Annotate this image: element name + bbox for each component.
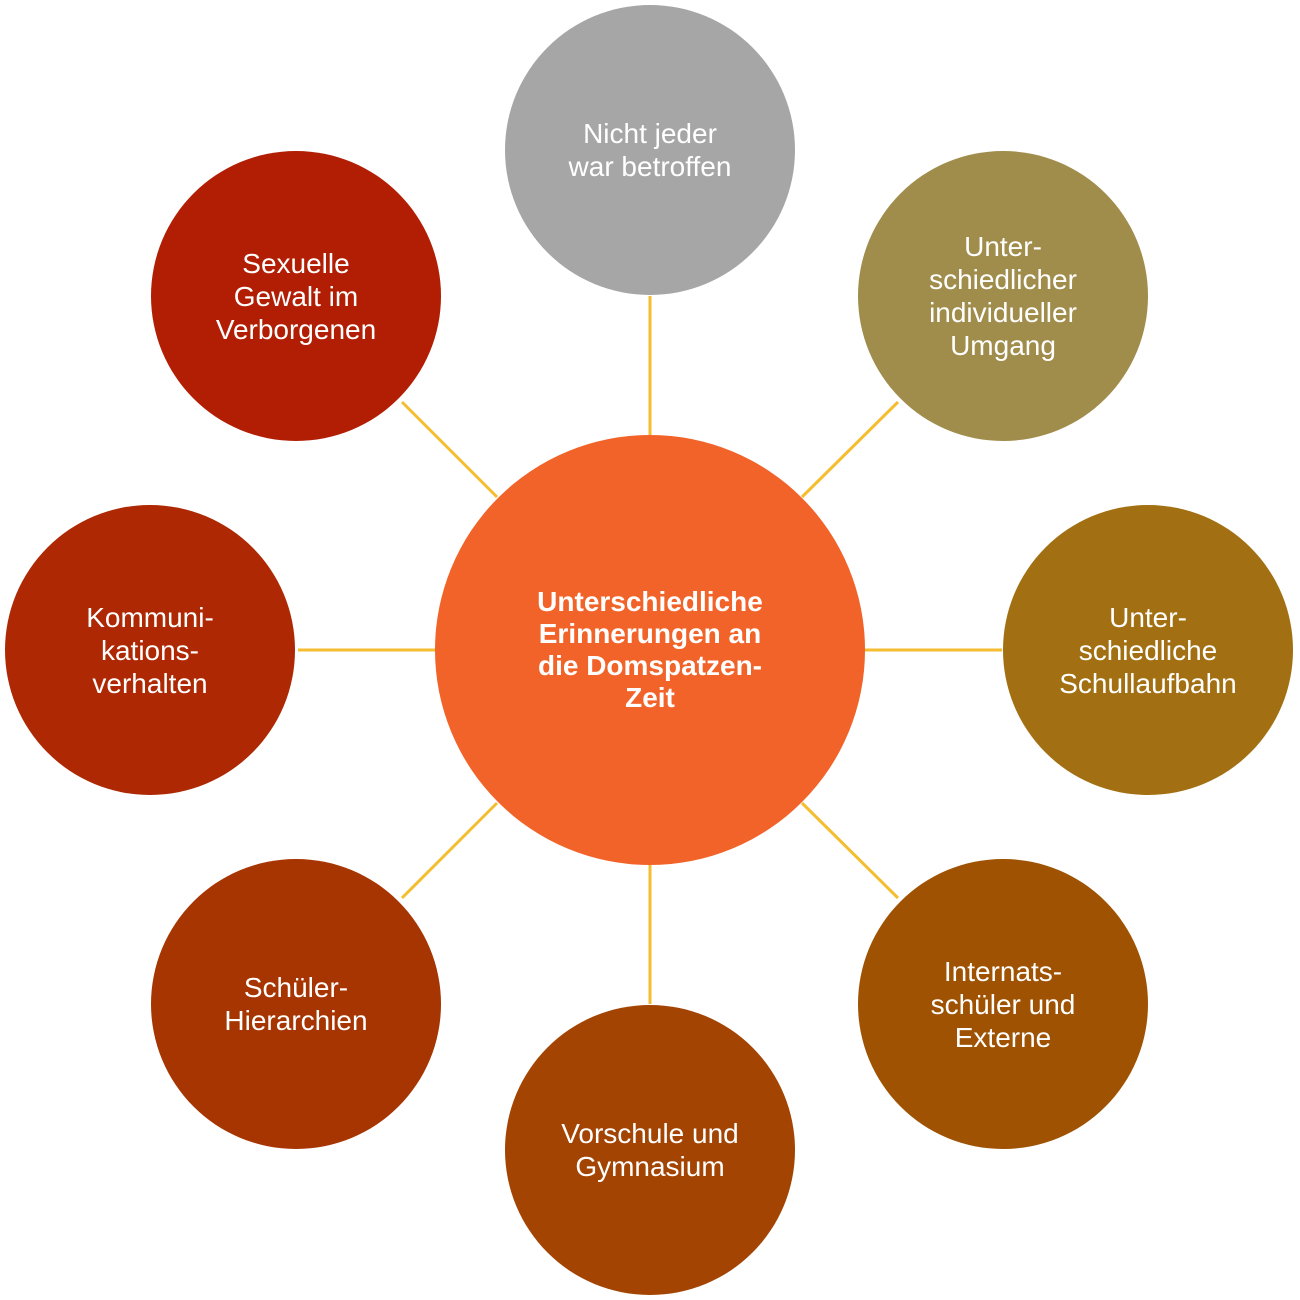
topic-circle-communication-behaviour: Kommuni- kations- verhalten [5, 505, 295, 795]
topic-label: Schüler- Hierarchien [224, 972, 368, 1036]
topic-circle-not-everyone-affected: Nicht jeder war betroffen [505, 5, 795, 295]
connector-n8 [400, 400, 499, 499]
center-topic-circle: Unterschiedliche Erinnerungen an die Dom… [435, 435, 865, 865]
connector-n2 [800, 400, 900, 499]
connector-n4 [800, 801, 900, 900]
topic-circle-student-hierarchies: Schüler- Hierarchien [151, 859, 441, 1149]
topic-label: Vorschule und Gymnasium [561, 1118, 739, 1182]
topic-circle-individual-coping: Unter- schiedlicher individueller Umgang [858, 151, 1148, 441]
topic-circle-hidden-sexual-violence: Sexuelle Gewalt im Verborgenen [151, 151, 441, 441]
topic-label: Unter- schiedliche Schullaufbahn [1059, 601, 1237, 699]
topic-circle-school-career: Unter- schiedliche Schullaufbahn [1003, 505, 1293, 795]
topic-label: Internats- schüler und Externe [930, 955, 1076, 1053]
topic-label: Unter- schiedlicher individueller Umgang [929, 231, 1077, 361]
topic-label: Kommuni- kations- verhalten [86, 601, 214, 699]
topic-label: Nicht jeder war betroffen [568, 118, 732, 182]
connector-n6 [400, 801, 499, 900]
topic-label: Sexuelle Gewalt im Verborgenen [215, 247, 377, 345]
center-topic-label: Unterschiedliche Erinnerungen an die Dom… [537, 586, 763, 713]
topic-circle-preschool-and-gymnasium: Vorschule und Gymnasium [505, 1005, 795, 1295]
topic-circle-boarders-and-day-pupils: Internats- schüler und Externe [858, 859, 1148, 1149]
